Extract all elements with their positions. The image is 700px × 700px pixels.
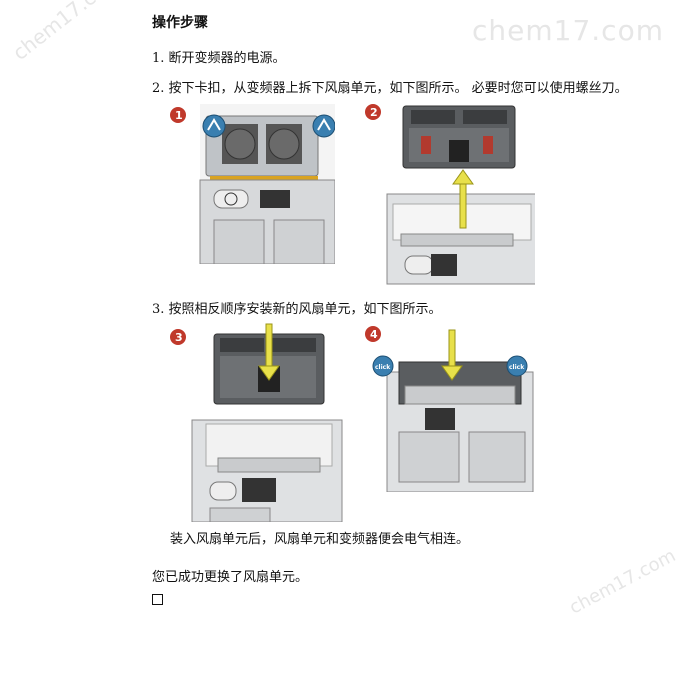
click-left-icon bbox=[372, 355, 394, 377]
badge-1-label: 1 bbox=[175, 109, 183, 122]
procedure-heading: 操作步骤 bbox=[152, 15, 208, 31]
click-right-label: click bbox=[509, 364, 525, 371]
watermark-bottom: chem17.com bbox=[566, 545, 680, 619]
badge-3-label: 3 bbox=[175, 331, 183, 344]
figure-2-remove-fan: 2 bbox=[365, 104, 535, 285]
end-marker-icon bbox=[152, 594, 163, 605]
result-text: 您已成功更换了风扇单元。 bbox=[152, 570, 309, 585]
badge-3-icon bbox=[170, 329, 186, 345]
badge-2-label: 2 bbox=[370, 106, 378, 119]
figure-3-insert-fan: 3 bbox=[170, 323, 343, 522]
note-text: 装入风扇单元后，风扇单元和变频器便会电气相连。 bbox=[170, 532, 470, 547]
watermark-top: chem17.com bbox=[472, 14, 664, 47]
badge-4-icon bbox=[365, 326, 381, 342]
figure-4-snap-in: 4 click click bbox=[365, 326, 534, 492]
click-right-icon bbox=[506, 355, 528, 377]
click-left-label: click bbox=[375, 364, 391, 371]
badge-4-label: 4 bbox=[370, 328, 378, 341]
watermark-left: chem17.com bbox=[8, 0, 126, 65]
step-1-text: 1. 断开变频器的电源。 bbox=[152, 51, 286, 66]
step-3-text: 3. 按照相反顺序安装新的风扇单元，如下图所示。 bbox=[152, 302, 442, 317]
step-2-text: 2. 按下卡扣，从变频器上拆下风扇单元，如下图所示。 必要时您可以使用螺丝刀。 bbox=[152, 81, 628, 96]
badge-1-icon bbox=[170, 107, 186, 123]
figure-1-release-clips: 1 bbox=[170, 104, 335, 264]
badge-2-icon bbox=[365, 104, 381, 120]
